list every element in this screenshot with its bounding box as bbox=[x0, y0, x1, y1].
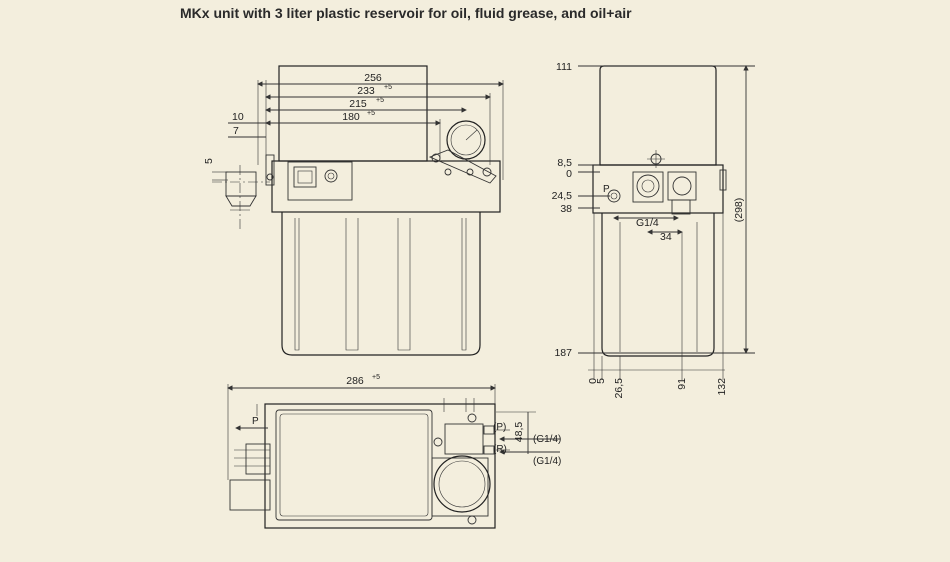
dim-10: 10 bbox=[232, 111, 244, 123]
page-title: MKx unit with 3 liter plastic reservoir … bbox=[180, 5, 632, 21]
dim-256: 256 bbox=[364, 72, 382, 84]
side-reservoir bbox=[601, 213, 715, 357]
pressure-gauge bbox=[446, 120, 486, 160]
dim-7: 7 bbox=[233, 125, 239, 137]
gauge-bracket bbox=[428, 149, 497, 184]
dim-24-5: 24,5 bbox=[552, 190, 573, 202]
dim-180: 180 bbox=[342, 111, 360, 123]
top-base-outline bbox=[264, 403, 496, 529]
front-reservoir bbox=[281, 212, 481, 356]
dim-215-tol: +5 bbox=[376, 97, 384, 104]
top-p-port-label: (P) bbox=[493, 422, 506, 433]
front-view: 256 233 +5 215 +5 180 +5 10 7 5 bbox=[203, 65, 504, 356]
dim-286-tol: +5 bbox=[372, 374, 380, 381]
front-connector bbox=[225, 171, 257, 197]
dim-286: 286 bbox=[346, 375, 364, 387]
dim-b132: 132 bbox=[716, 378, 728, 396]
top-g14-a: (G1/4) bbox=[533, 434, 561, 445]
top-connector bbox=[245, 443, 271, 475]
dim-233-tol: +5 bbox=[384, 84, 392, 91]
dim-b0: 0 bbox=[587, 378, 599, 384]
dim-111: 111 bbox=[556, 61, 572, 73]
side-motor-housing bbox=[599, 65, 717, 166]
dim-298: (298) bbox=[733, 198, 745, 223]
dim-233: 233 bbox=[357, 85, 375, 97]
top-r-port-label: (R) bbox=[493, 444, 507, 455]
dim-5: 5 bbox=[203, 158, 215, 164]
front-indicator bbox=[324, 169, 338, 183]
side-view: 111 8,5 0 24,5 38 187 (298) G1/4 34 P 0 … bbox=[552, 61, 755, 398]
dim-b26-5: 26,5 bbox=[613, 378, 625, 399]
top-p-arrow-label: P bbox=[252, 416, 259, 427]
dim-48-5: 48,5 bbox=[513, 422, 525, 443]
top-g14-b: (G1/4) bbox=[533, 456, 561, 467]
front-switch bbox=[293, 166, 317, 188]
side-pump-head bbox=[592, 164, 724, 214]
top-motor-outline bbox=[275, 409, 433, 521]
dim-187: 187 bbox=[554, 347, 572, 359]
dim-215: 215 bbox=[349, 98, 367, 110]
dim-180-tol: +5 bbox=[367, 110, 375, 117]
dim-0: 0 bbox=[566, 168, 572, 180]
top-gauge-block bbox=[431, 457, 489, 517]
top-gauge bbox=[433, 455, 491, 513]
front-control-panel bbox=[287, 161, 353, 201]
dim-38: 38 bbox=[560, 203, 572, 215]
dim-b91: 91 bbox=[676, 378, 688, 390]
dim-b5: 5 bbox=[595, 378, 607, 384]
dim-g14: G1/4 bbox=[636, 217, 659, 229]
side-port-p-label: P bbox=[603, 184, 610, 195]
dim-8-5: 8,5 bbox=[557, 157, 572, 169]
front-pump-head bbox=[271, 160, 501, 213]
dim-34: 34 bbox=[660, 231, 672, 243]
top-view: 286 +5 P (P) (R) 48,5 (G1/4) (G1/4) bbox=[227, 374, 561, 529]
